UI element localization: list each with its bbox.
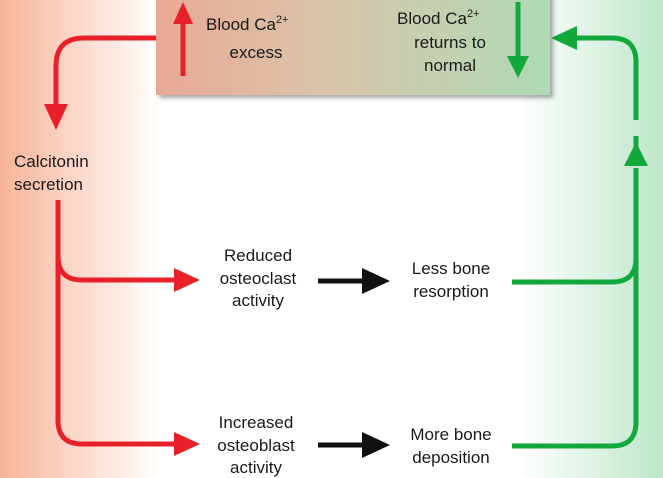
- background-left-gradient: [0, 0, 160, 478]
- calcium-up-arrow: [173, 2, 193, 76]
- resorption-label-line1: Less bone: [412, 259, 490, 278]
- normal-label-line2: returns to: [414, 33, 486, 52]
- deposition-label-line1: More bone: [410, 425, 491, 444]
- calcium-down-arrow: [507, 2, 529, 78]
- blood-calcium-box: [156, 0, 550, 95]
- calcitonin-label-line2: secretion: [14, 175, 83, 194]
- normal-label-line3: normal: [424, 56, 476, 75]
- osteoclast-label-line2: osteoclast: [220, 269, 297, 288]
- osteoclast-label-line1: Reduced: [224, 246, 292, 265]
- green-arrow-up-right: [624, 136, 648, 166]
- black-arrow-deposition: [318, 432, 390, 458]
- green-return-from-deposition: [512, 258, 639, 449]
- osteoclast-label-line3: activity: [232, 291, 284, 310]
- excess-label-line2: excess: [230, 43, 283, 62]
- osteoblast-label-line1: Increased: [219, 413, 294, 432]
- normal-label-line1: Blood Ca2+: [397, 8, 479, 28]
- resorption-label-line2: resorption: [413, 282, 489, 301]
- black-arrow-resorption: [318, 268, 390, 294]
- deposition-label-line2: deposition: [412, 448, 490, 467]
- osteoblast-label-line3: activity: [230, 458, 282, 477]
- red-arrow-to-osteoblast: [55, 256, 200, 456]
- green-arrow-to-box: [551, 26, 639, 120]
- excess-label-line1: Blood Ca2+: [206, 14, 288, 34]
- osteoblast-label-line2: osteoblast: [217, 436, 295, 455]
- red-arrow-to-calcitonin: [44, 35, 156, 130]
- calcitonin-label-line1: Calcitonin: [14, 152, 89, 171]
